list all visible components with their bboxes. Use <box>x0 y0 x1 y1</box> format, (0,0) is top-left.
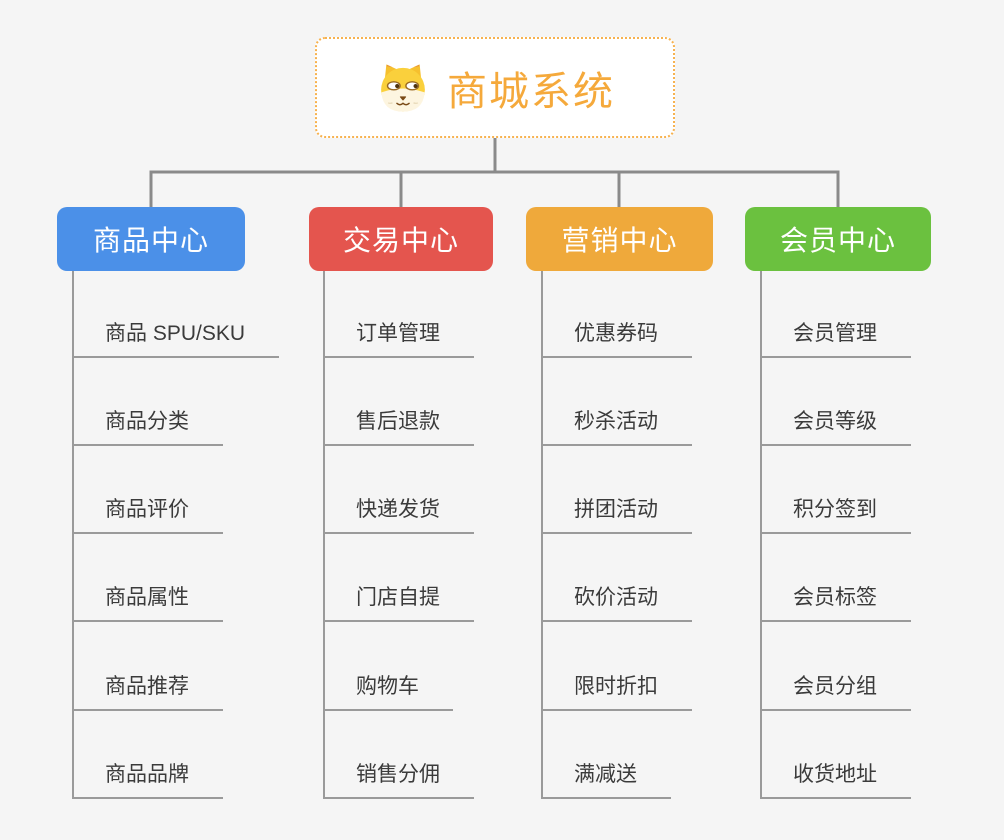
node-flash-sale[interactable]: 秒杀活动 <box>541 409 692 446</box>
node-after-sale-refund[interactable]: 售后退款 <box>323 409 474 446</box>
node-points-checkin[interactable]: 积分签到 <box>760 497 911 534</box>
branch-trade-center[interactable]: 交易中心 <box>309 207 493 271</box>
node-bargain-activity[interactable]: 砍价活动 <box>541 585 692 622</box>
node-member-level[interactable]: 会员等级 <box>760 409 911 446</box>
node-group-buy[interactable]: 拼团活动 <box>541 497 692 534</box>
node-coupon-code[interactable]: 优惠券码 <box>541 321 692 358</box>
root-node[interactable]: 商城系统 <box>315 37 675 138</box>
node-product-category[interactable]: 商品分类 <box>72 409 223 446</box>
branch-member-center[interactable]: 会员中心 <box>745 207 931 271</box>
branch-product-center[interactable]: 商品中心 <box>57 207 245 271</box>
node-shipping-address[interactable]: 收货地址 <box>760 762 911 799</box>
node-product-spu-sku[interactable]: 商品 SPU/SKU <box>72 321 280 358</box>
root-title: 商城系统 <box>447 69 615 114</box>
node-member-tag[interactable]: 会员标签 <box>760 585 911 622</box>
branch-spine-line <box>541 271 543 799</box>
node-limited-time-discount[interactable]: 限时折扣 <box>541 674 692 711</box>
branch-spine-line <box>323 271 325 799</box>
node-shopping-cart[interactable]: 购物车 <box>323 674 453 711</box>
branch-marketing-center[interactable]: 营销中心 <box>526 207 713 271</box>
node-product-review[interactable]: 商品评价 <box>72 497 223 534</box>
node-sales-commission[interactable]: 销售分佣 <box>323 762 474 799</box>
node-product-brand[interactable]: 商品品牌 <box>72 762 223 799</box>
dog-icon <box>375 60 431 116</box>
branch-spine-line <box>760 271 762 799</box>
node-express-delivery[interactable]: 快递发货 <box>323 497 474 534</box>
node-product-attribute[interactable]: 商品属性 <box>72 585 223 622</box>
node-member-group[interactable]: 会员分组 <box>760 674 911 711</box>
node-product-recommend[interactable]: 商品推荐 <box>72 674 223 711</box>
node-full-reduction[interactable]: 满减送 <box>541 762 671 799</box>
branch-spine-line <box>72 271 74 799</box>
node-order-management[interactable]: 订单管理 <box>323 321 474 358</box>
node-member-management[interactable]: 会员管理 <box>760 321 911 358</box>
node-store-pickup[interactable]: 门店自提 <box>323 585 474 622</box>
